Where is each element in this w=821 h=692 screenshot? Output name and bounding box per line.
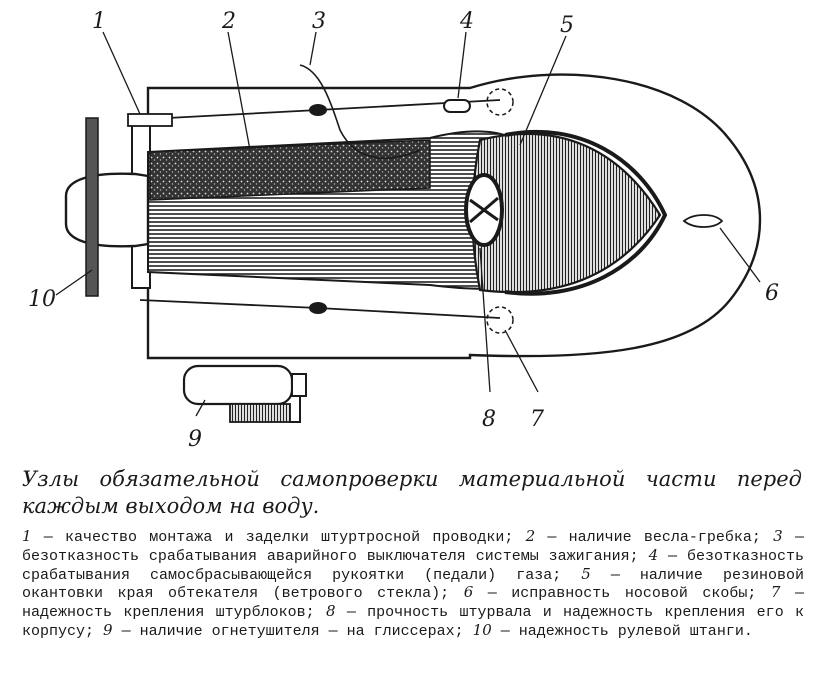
legend-text: наличие резиновой окантовки края обтекат…	[22, 566, 804, 603]
legend-item: 2 — наличие весла-гребка;	[525, 527, 761, 546]
legend-text: качество монтажа и заделки штуртросной п…	[65, 529, 514, 546]
legend-item: 7 — надежность крепления штурблоков;	[22, 583, 804, 622]
legend-number: 7	[770, 583, 781, 602]
leader-lines	[55, 31, 761, 417]
callout-7: 7	[530, 407, 544, 432]
legend-item: 9 — наличие огнетушителя — на глиссерах;	[103, 620, 464, 640]
legend-text: надежность рулевой штанги.	[518, 622, 753, 640]
legend-item: 10 — надежность рулевой штанги.	[472, 620, 753, 640]
pulley-block-bottom	[486, 306, 514, 334]
legend-text: наличие огнетушителя — на глиссерах;	[139, 622, 464, 640]
legend-item: 3 — безотказность срабатывания аварийног…	[22, 527, 804, 565]
callout-6: 6	[765, 281, 779, 306]
legend-number: 8	[325, 602, 336, 621]
callout-4: 4	[459, 9, 474, 34]
legend-item: 1 — качество монтажа и заделки штуртросн…	[22, 527, 514, 546]
callout-10: 10	[28, 287, 56, 312]
callout-8: 8	[482, 407, 496, 432]
fairing-rim	[504, 129, 668, 296]
callout-5: 5	[560, 13, 574, 38]
legend-number: 9	[103, 620, 113, 639]
caption-title: Узлы обязательной самопроверки материаль…	[22, 467, 802, 518]
bow-eye	[682, 214, 724, 228]
seat	[149, 139, 431, 201]
legend-text: наличие весла-гребка;	[568, 529, 761, 546]
caption-body: 1 — качество монтажа и заделки штуртросн…	[22, 527, 804, 641]
throttle-slot	[443, 99, 471, 113]
legend-number: 2	[525, 527, 536, 545]
legend-number: 6	[463, 583, 474, 602]
legend-number: 1	[22, 527, 32, 545]
legend-item: 4 — безотказность срабатывания самосбрас…	[22, 545, 804, 584]
legend-item: 5 — наличие резиновой окантовки края обт…	[22, 564, 804, 603]
callout-2: 2	[221, 9, 236, 34]
legend-text: прочность штурвала и надежность креплени…	[22, 604, 804, 640]
fire-extinguisher	[182, 364, 307, 423]
legend-number: 10	[472, 620, 492, 639]
outboard-motor	[64, 172, 150, 248]
legend-item: 8 — прочность штурвала и надежность креп…	[22, 602, 804, 640]
legend-item: 6 — исправность носовой скобы;	[463, 583, 757, 603]
legend-number: 3	[773, 527, 783, 545]
legend-text: безотказность срабатывания самосбрасываю…	[22, 547, 804, 584]
legend-number: 4	[648, 545, 659, 564]
callout-3: 3	[312, 9, 326, 34]
pulley-block-top	[486, 88, 514, 116]
legend-text: безотказность срабатывания аварийного вы…	[22, 547, 639, 565]
legend-number: 5	[581, 564, 591, 583]
tiller-bar	[85, 117, 99, 297]
cable-fitting	[127, 113, 173, 127]
callout-1: 1	[92, 9, 106, 34]
kill-switch-lanyard	[299, 64, 421, 159]
legend-text: исправность носовой скобы;	[511, 585, 757, 603]
boat-diagram: 1 2 3 4 5 6 7 8 9 10	[28, 9, 779, 452]
legend-text: надежность крепления штурблоков;	[22, 604, 315, 622]
callout-9: 9	[188, 427, 202, 452]
